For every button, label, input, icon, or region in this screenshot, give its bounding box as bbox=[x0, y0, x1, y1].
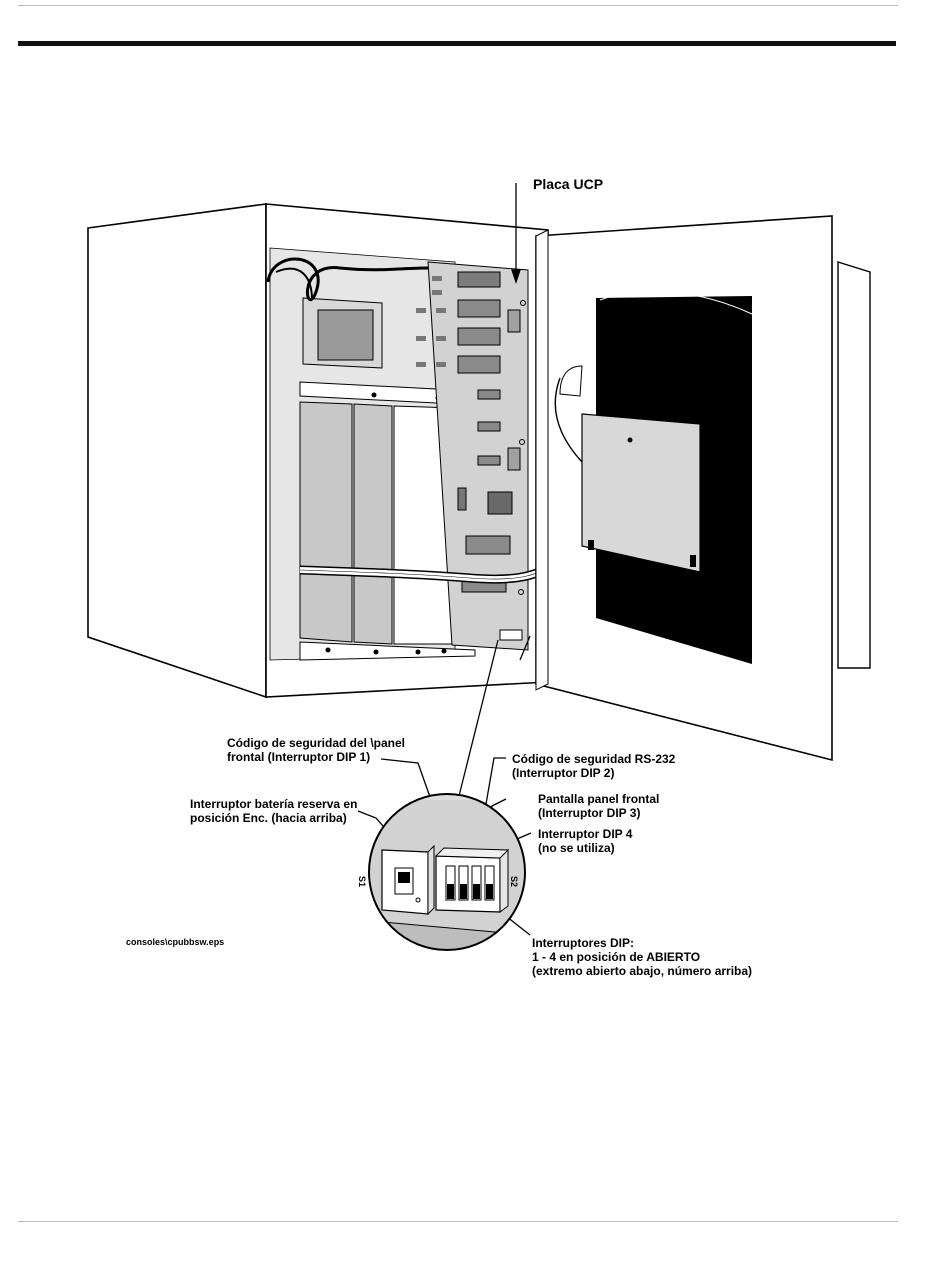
dip-switches-line3: (extremo abierto abajo, número arriba) bbox=[532, 964, 753, 978]
transformer bbox=[266, 257, 429, 369]
battery-switch-line1: Interruptor batería reserva en bbox=[190, 797, 358, 811]
dip4-line2: (no se utiliza) bbox=[538, 841, 615, 855]
s1-label: S1 bbox=[357, 876, 367, 888]
dip-switches-label: Interruptores DIP: 1 - 4 en posición de … bbox=[532, 936, 752, 978]
cabinet-door bbox=[535, 215, 871, 762]
rs232-security-line2: (Interruptor DIP 2) bbox=[512, 766, 615, 780]
header-thick-rule bbox=[18, 41, 896, 46]
front-panel-display-line1: Pantalla panel frontal bbox=[538, 792, 660, 806]
front-panel-display-label: Pantalla panel frontal (Interruptor DIP … bbox=[538, 792, 659, 820]
dip-switches-line1: Interruptores DIP: bbox=[532, 936, 635, 950]
rs232-security-line1: Código de seguridad RS-232 bbox=[512, 752, 676, 766]
front-panel-security-line2: frontal (Interruptor DIP 1) bbox=[227, 750, 371, 764]
footer-rule bbox=[18, 1221, 898, 1222]
dip-switches-line2: 1 - 4 en posición de ABIERTO bbox=[532, 950, 701, 964]
cpu-board bbox=[416, 261, 529, 651]
header-rule bbox=[18, 5, 898, 6]
front-panel-display-line2: (Interruptor DIP 3) bbox=[538, 806, 641, 820]
dip-switch-zoom-circle bbox=[368, 793, 526, 951]
cpu-board-label: Placa UCP bbox=[533, 176, 604, 192]
rs232-security-label: Código de seguridad RS-232 (Interruptor … bbox=[512, 752, 675, 780]
s2-label: S2 bbox=[509, 876, 519, 888]
figure-filename: consoles\cpubbsw.eps bbox=[126, 937, 225, 947]
front-panel-security-label: Código de seguridad del \panel frontal (… bbox=[227, 736, 405, 764]
front-panel-security-line1: Código de seguridad del \panel bbox=[227, 736, 406, 750]
battery-switch-label: Interruptor batería reserva en posición … bbox=[190, 797, 357, 825]
battery-switch-line2: posición Enc. (hacia arriba) bbox=[190, 811, 347, 825]
dip4-label: Interruptor DIP 4 (no se utiliza) bbox=[538, 827, 632, 855]
dip4-line1: Interruptor DIP 4 bbox=[538, 827, 633, 841]
card-rack bbox=[299, 381, 476, 661]
